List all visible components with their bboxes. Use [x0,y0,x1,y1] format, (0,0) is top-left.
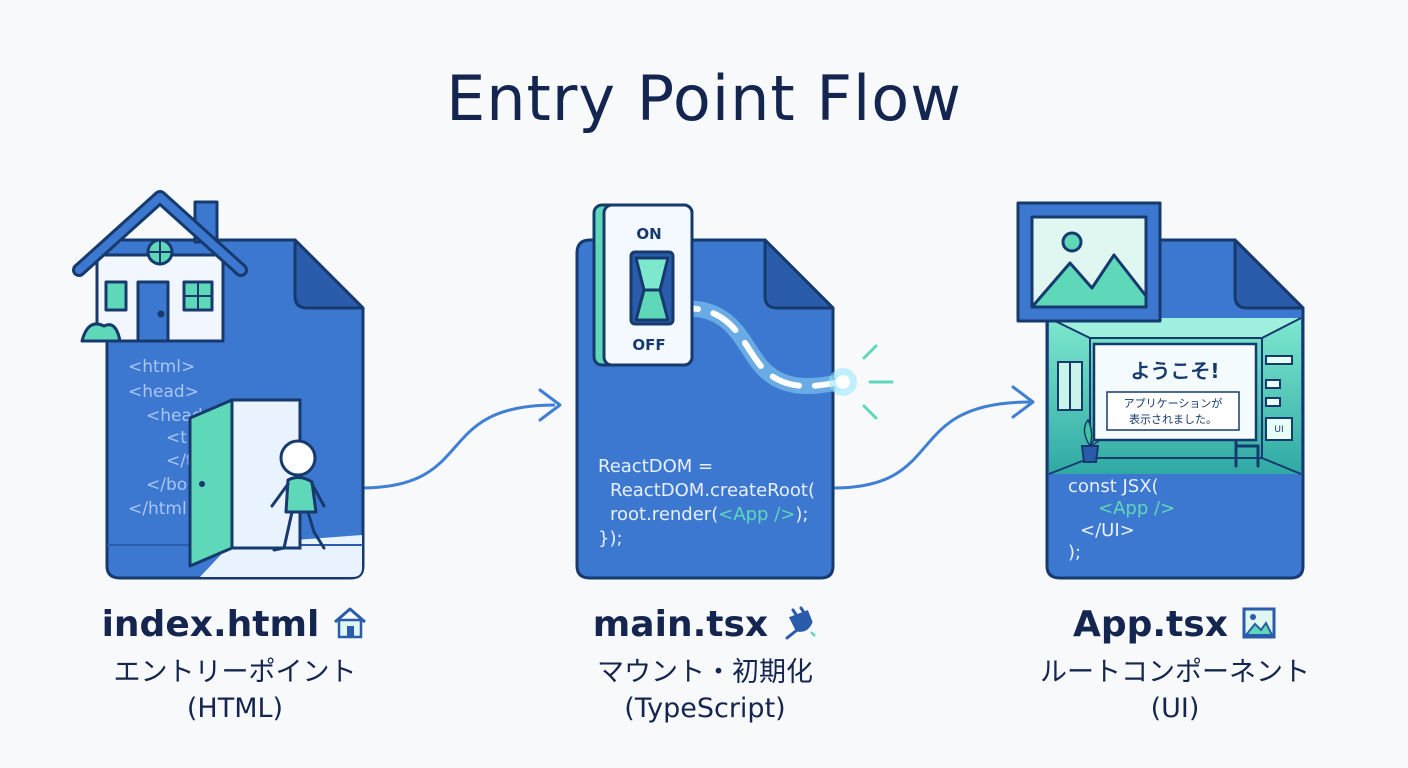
step-label-index: index.html エントリーポイント (HTML) [55,604,415,727]
power-switch-icon [592,203,694,367]
main-tsx-document: ON OFF ReactDOM = ReactDOM.createRoot( r… [575,203,894,580]
flow-arrow-2 [832,385,1035,490]
code-line: ); [1068,542,1081,563]
code-line: ReactDOM.createRoot( [610,480,815,501]
code-line: <App /> [1098,498,1175,519]
code-line: <html> [128,357,195,377]
file-name: index.html [101,604,320,645]
open-door [188,398,234,568]
file-name: main.tsx [592,604,769,645]
picture-icon [1241,606,1277,644]
picture-frame-icon [1016,201,1162,323]
code-line: }); [598,528,623,549]
code-line: root.render(<App />); [610,504,808,525]
house-icon [72,190,248,343]
welcome-message-line: 表示されました。 [1129,412,1217,426]
house-icon [332,606,368,644]
step-language: (HTML) [186,693,284,724]
step-subtitle: ルートコンポーネント [1040,657,1310,688]
plug-icon [781,606,817,644]
code-line: const JSX( [1068,476,1159,497]
index-html-document: <html> <head> <head <ti </t </bo </html> [72,190,365,580]
code-line: <head> [128,382,199,402]
code-line: </UI> [1080,520,1135,541]
code-line: </bo [146,475,187,495]
ui-tag: UI [1274,425,1283,435]
step-subtitle: エントリーポイント [113,657,357,688]
room-scene [1048,317,1302,475]
code-line: </t [166,451,193,471]
switch-on-label: ON [636,225,661,243]
page-title: Entry Point Flow [446,62,962,135]
step-subtitle: マウント・初期化 [597,657,813,688]
welcome-message-line: アプリケーションが [1124,396,1223,410]
file-name: App.tsx [1072,604,1228,645]
step-label-main: main.tsx マウント・初期化 (TypeScript) [525,604,885,727]
walking-person-icon [270,439,326,552]
code-line: ReactDOM = [598,456,713,477]
step-language: (TypeScript) [624,693,786,724]
step-label-app: App.tsx ルートコンポーネント (UI) [995,604,1355,727]
doorway [230,398,302,550]
flow-arrow-1 [359,388,562,490]
switch-off-label: OFF [632,336,665,354]
step-language: (UI) [1150,693,1200,724]
app-tsx-document: ようこそ! アプリケーションが 表示されました。 UI const JSX( <… [1016,201,1305,580]
welcome-heading: ようこそ! [1130,359,1219,383]
code-line: <ti [166,428,192,448]
code-line: </html> [128,499,201,519]
